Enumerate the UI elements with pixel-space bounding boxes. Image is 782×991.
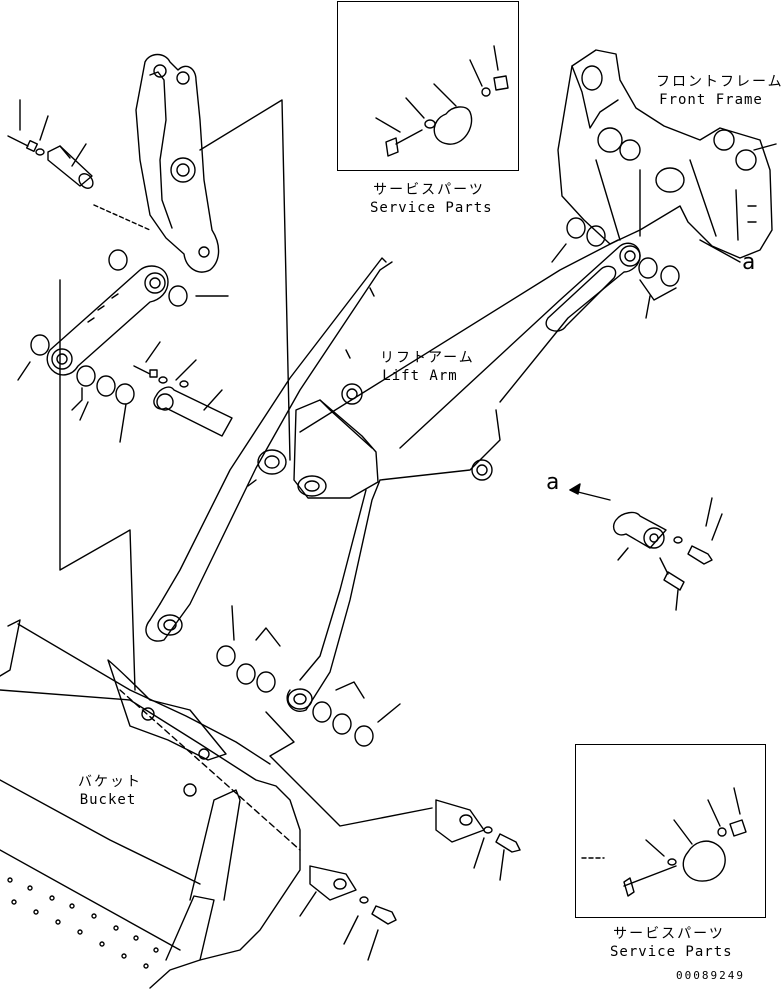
- bell-crank: [135, 53, 220, 273]
- service-parts-box-bottom: [575, 744, 766, 918]
- lift-arm-label-jp: リフトアーム: [380, 350, 475, 366]
- pin-lower-left: [133, 365, 233, 437]
- service-parts-bottom-label-en: Service Parts: [610, 944, 733, 960]
- front-frame-label-jp: フロントフレーム: [656, 74, 782, 90]
- pin-bolt-set-upper-left: [7, 135, 94, 189]
- bucket-label-jp: バケット: [78, 774, 142, 790]
- callout-a-mid: a: [546, 470, 560, 495]
- front-frame-label-en: Front Frame: [659, 92, 763, 108]
- guide-line-crank: [199, 99, 291, 461]
- guide-line-bucket: [265, 711, 433, 827]
- arrow-a-top: [699, 239, 741, 263]
- service-parts-bottom-label-jp: サービスパーツ: [613, 926, 725, 942]
- shims-left: [30, 249, 188, 405]
- service-parts-top-drawing: [375, 45, 509, 157]
- shims-lower-arm: [216, 605, 401, 747]
- arrow-a-mid-head: [569, 483, 581, 495]
- guide-line-left: [59, 279, 136, 691]
- bucket-pin-lower: [299, 865, 397, 961]
- leader-lines-left: [17, 99, 229, 443]
- bucket-label-en: Bucket: [79, 792, 137, 808]
- guide-line-pin: [93, 204, 151, 231]
- link-rod: [46, 265, 169, 376]
- bucket: [0, 619, 301, 989]
- document-number: 00089249: [676, 969, 745, 982]
- bucket-cutting-edge-holes: [7, 877, 159, 969]
- bucket-pin-upper: [435, 799, 521, 881]
- service-parts-top-label-en: Service Parts: [370, 200, 493, 216]
- service-parts-bottom-drawing: [581, 787, 747, 897]
- lift-arm-label-en: Lift Arm: [382, 368, 458, 384]
- front-frame: [557, 49, 777, 259]
- callout-a-top: a: [742, 250, 756, 275]
- shims-front-frame: [551, 217, 680, 319]
- service-parts-box-top: [337, 1, 519, 171]
- service-parts-top-label-jp: サービスパーツ: [373, 182, 485, 198]
- lift-arm: [145, 239, 641, 712]
- pin-set-a: [612, 497, 723, 611]
